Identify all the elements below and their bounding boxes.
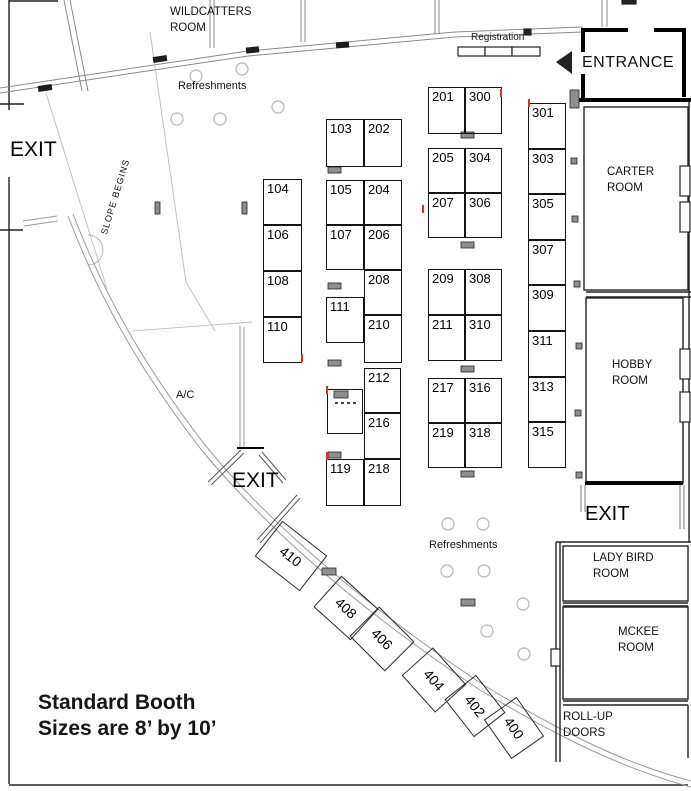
red-tick-mark (301, 354, 303, 362)
pillars (154, 89, 583, 607)
booth-218: 218 (364, 459, 401, 506)
booth-301: 301 (528, 103, 566, 149)
booth-316: 316 (465, 378, 502, 423)
booth-204: 204 (364, 180, 402, 225)
booth-size-note: Standard Booth Sizes are 8’ by 10’ (38, 690, 217, 743)
booth-unlabeled (327, 389, 363, 434)
registration-tables (457, 0, 637, 57)
booth-119: 119 (326, 459, 364, 506)
booth-104: 104 (263, 179, 302, 225)
booth-309: 309 (528, 285, 566, 331)
red-tick-mark (500, 89, 502, 97)
wall-door-marks (37, 41, 350, 93)
booth-size-note-line2: Sizes are 8’ by 10’ (38, 717, 217, 741)
booth-306: 306 (465, 193, 502, 238)
booth-110: 110 (263, 317, 302, 363)
curved-wall (67, 213, 691, 788)
booth-310: 310 (465, 315, 502, 361)
floor-dot (335, 402, 338, 404)
booth-300: 300 (465, 87, 502, 134)
booth-307: 307 (528, 240, 566, 285)
booth-304: 304 (465, 148, 502, 193)
booth-size-note-line1: Standard Booth (38, 691, 196, 714)
exit-sign-middle: EXIT (232, 469, 279, 492)
top-wall (0, 0, 608, 94)
booth-210: 210 (364, 315, 402, 363)
lady-bird-room-label: LADY BIRD ROOM (593, 552, 654, 580)
booth-311: 311 (528, 331, 566, 377)
booth-211: 211 (428, 315, 465, 361)
floor-dot (341, 402, 344, 404)
booth-105: 105 (326, 180, 364, 225)
booth-207: 207 (428, 193, 465, 238)
red-tick-mark (326, 452, 328, 460)
booth-318: 318 (465, 423, 502, 468)
rollup-doors-label: ROLL-UP DOORS (563, 711, 613, 739)
carter-room-label: CARTER ROOM (607, 166, 655, 194)
booth-313: 313 (528, 377, 566, 422)
interior-wall (239, 326, 245, 448)
floor-dot (347, 402, 350, 404)
booth-108: 108 (263, 271, 302, 317)
entrance-sign: ENTRANCE (582, 54, 675, 71)
booth-107: 107 (326, 225, 364, 270)
registration-label: Registration (471, 32, 525, 43)
entrance-walls (573, 28, 691, 102)
booth-205: 205 (428, 148, 465, 193)
wildcatters-room-label: WILDCATTERS ROOM (170, 6, 252, 34)
booth-209: 209 (428, 269, 465, 315)
booth-315: 315 (528, 422, 566, 468)
ac-label: A/C (176, 389, 195, 401)
booth-303: 303 (528, 149, 566, 194)
booth-219: 219 (428, 423, 465, 468)
booth-103: 103 (326, 119, 364, 167)
entrance-arrow-icon (556, 51, 572, 74)
slope-lines (22, 31, 253, 332)
booth-208: 208 (364, 270, 402, 315)
room-walls (555, 106, 691, 762)
red-tick-mark (422, 205, 424, 213)
booth-308: 308 (465, 269, 502, 315)
mckee-room-label: MCKEE ROOM (618, 626, 659, 654)
booth-217: 217 (428, 378, 465, 423)
exit-sign-top-left: EXIT (10, 138, 57, 161)
booth-111: 111 (326, 297, 364, 343)
hobby-room-label: HOBBY ROOM (612, 359, 653, 387)
booth-212: 212 (364, 368, 401, 413)
booth-216: 216 (364, 413, 401, 459)
floor-dot (353, 402, 356, 404)
booth-201: 201 (428, 87, 465, 134)
booth-206: 206 (364, 225, 402, 270)
exit-sign-bottom-right: EXIT (585, 503, 630, 525)
booth-106: 106 (263, 225, 302, 271)
refreshments-label-bottom: Refreshments (429, 539, 498, 551)
door-jambs (550, 165, 691, 667)
booth-202: 202 (364, 119, 402, 167)
refreshments-label-top: Refreshments (178, 80, 247, 92)
exit-vestibule (207, 447, 301, 544)
red-tick-mark (528, 99, 530, 107)
red-tick-mark (326, 386, 328, 394)
booth-305: 305 (528, 194, 566, 240)
refreshment-circles (170, 62, 531, 661)
